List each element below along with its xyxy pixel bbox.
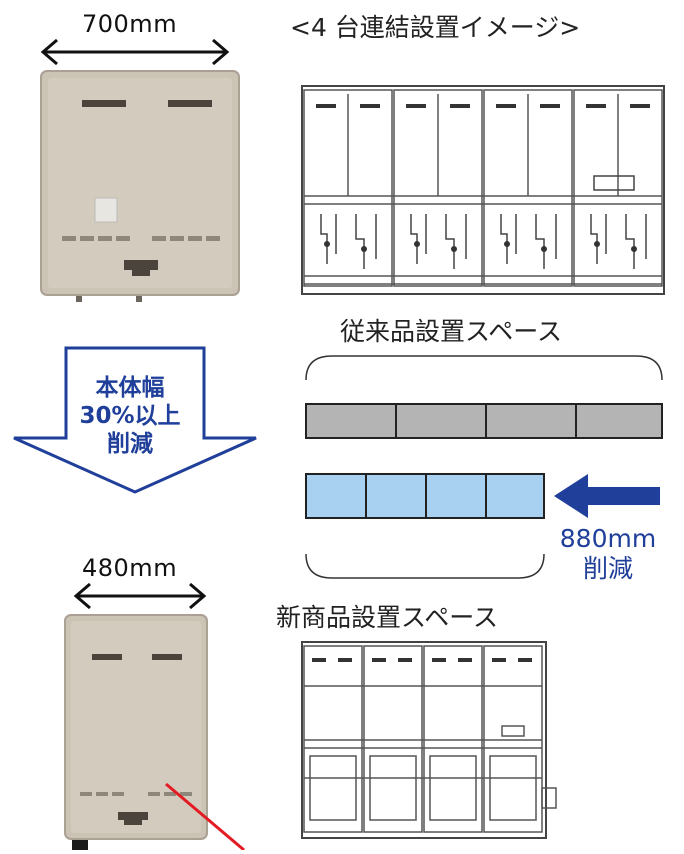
space-reduction-line2: 削減 — [582, 554, 633, 583]
install-image-title: <4 台連結設置イメージ> — [290, 13, 581, 42]
old-space-title: 従来品設置スペース — [340, 317, 563, 346]
new-width-dimension-arrow — [73, 582, 207, 610]
new-water-heater-unit — [64, 614, 208, 850]
reduction-arrow-text: 本体幅 30%以上 削減 — [60, 374, 200, 458]
space-reduction-arrow — [554, 474, 660, 518]
old-width-label: 700mm — [82, 10, 178, 38]
space-reduction-line1: 880mm — [559, 524, 657, 553]
reduction-arrow-line2: 30%以上 — [79, 403, 181, 429]
new-width-label: 480mm — [82, 554, 178, 582]
new-installation-drawing — [301, 641, 557, 839]
new-space-title: 新商品設置スペース — [276, 603, 499, 632]
old-space-bracket — [305, 355, 663, 381]
red-pointer-line — [165, 782, 245, 850]
width-reduction-arrow — [13, 346, 257, 494]
old-width-dimension-arrow — [40, 38, 230, 66]
space-reduction-text: 880mm 削減 — [548, 524, 668, 584]
old-installation-drawing — [301, 85, 665, 295]
space-comparison-diagram — [305, 355, 663, 579]
reduction-arrow-line3: 削減 — [107, 431, 153, 457]
old-water-heater-unit — [40, 70, 240, 302]
new-space-bracket — [305, 553, 545, 579]
reduction-arrow-line1: 本体幅 — [95, 375, 165, 401]
new-space-boxes — [305, 473, 545, 519]
old-space-boxes — [305, 403, 663, 439]
